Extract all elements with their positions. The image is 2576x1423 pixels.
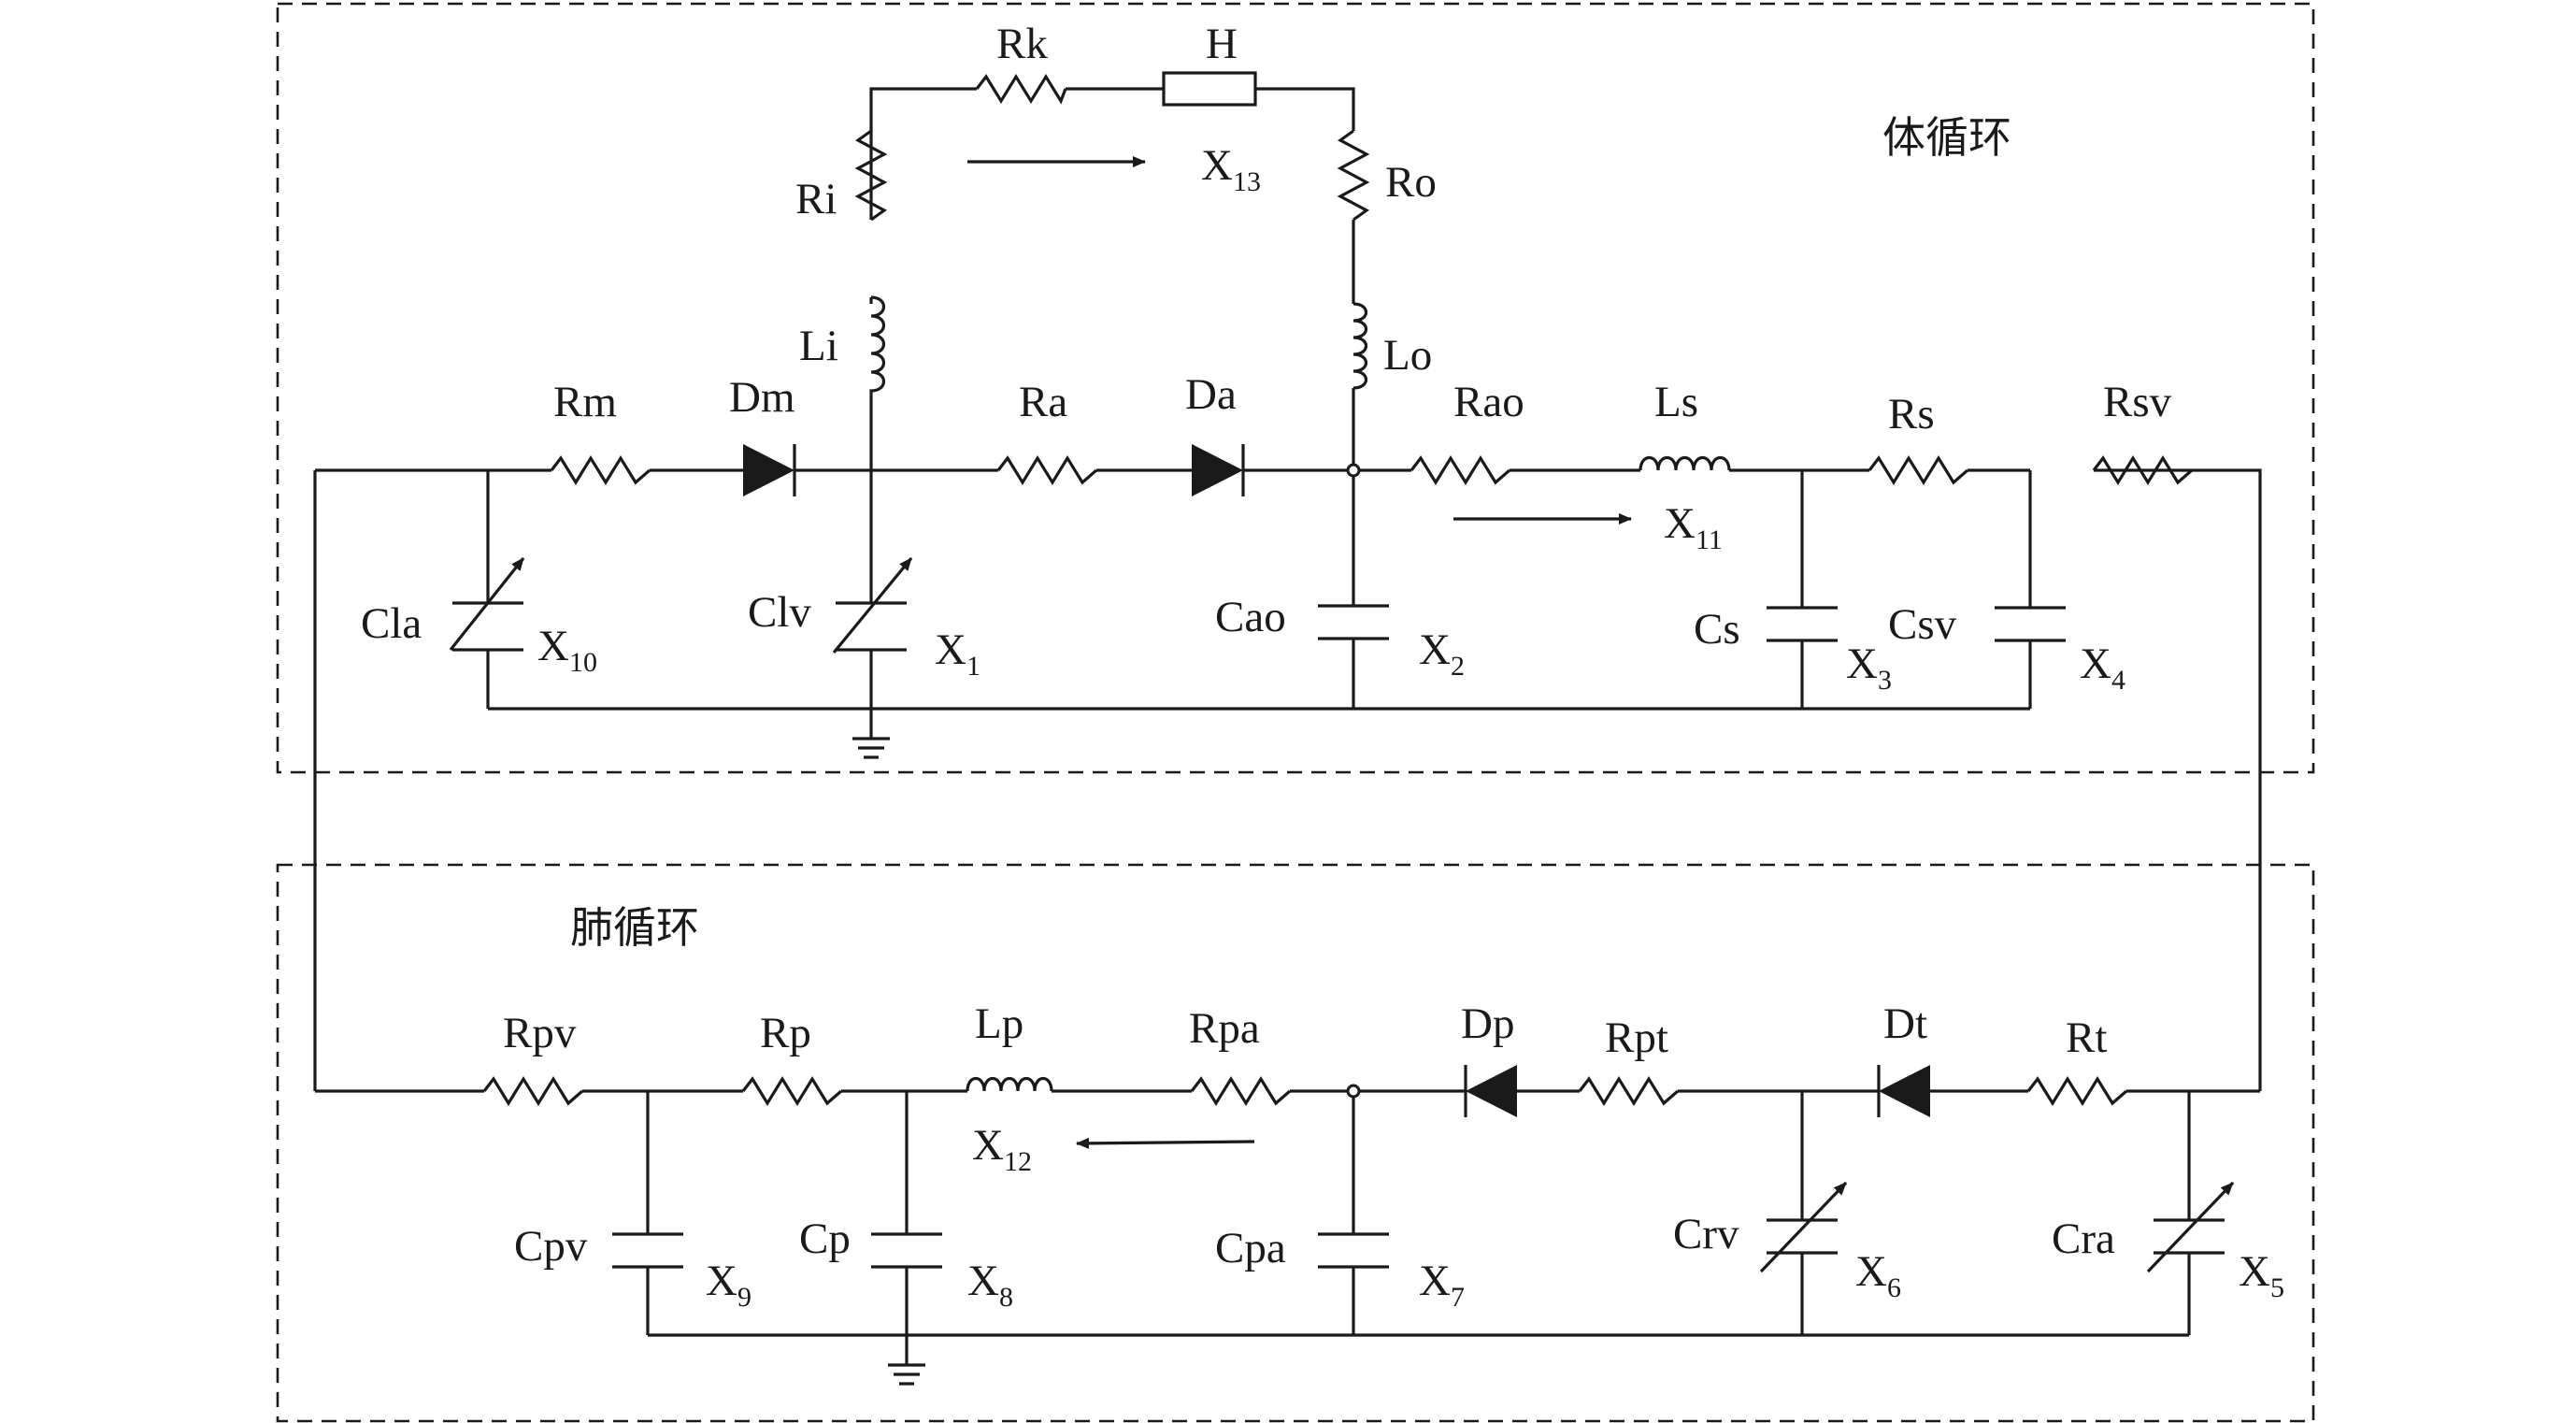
label-Da: Da [1185,370,1237,419]
state-X9: X9 [706,1257,751,1313]
resistor-Rs [1868,454,1969,486]
resistor-Rao [1410,454,1511,486]
label-Cpv: Cpv [514,1222,588,1271]
state-X12: X12 [972,1121,1032,1177]
label-Rp: Rp [760,1009,811,1057]
state-X5: X5 [2239,1247,2284,1303]
resistor-Rk [975,73,1067,105]
section-title-systemic: 体循环 [1882,112,2011,163]
label-Ra: Ra [1019,378,1067,426]
label-Rm: Rm [553,378,617,426]
state-X8: X8 [967,1257,1013,1313]
resistor-Rpt [1578,1075,1680,1107]
systemic-circulation-box [276,2,2315,774]
node-aorta [1346,463,1361,478]
label-Rpt: Rpt [1605,1013,1668,1062]
heart-pump-H [1162,71,1257,107]
resistor-Rsv [2092,454,2194,486]
ground-icon [852,737,890,759]
label-Cs: Cs [1694,605,1740,654]
label-Rao: Rao [1453,378,1524,426]
label-Cra: Cra [2052,1215,2115,1263]
inductor-Li [869,295,886,397]
label-Rsv: Rsv [2103,378,2172,426]
resistor-Rt [2026,1075,2128,1107]
capacitor-Cs [1767,606,1838,642]
label-Rpv: Rpv [503,1009,577,1057]
label-Lo: Lo [1383,331,1432,380]
resistor-Rp [741,1075,843,1107]
label-Rpa: Rpa [1189,1004,1260,1053]
state-X7: X7 [1419,1257,1465,1313]
label-Csv: Csv [1888,600,1957,649]
capacitor-Clv [832,556,913,654]
pulmonary-circulation-box [276,863,2315,1423]
label-Dt: Dt [1883,999,1927,1048]
capacitor-Crv [1759,1181,1848,1273]
section-title-pulmonary: 肺循环 [570,902,699,953]
state-X1: X1 [935,625,980,682]
label-Rk: Rk [996,20,1048,68]
state-X13: X13 [1201,141,1261,197]
inductor-Ls [1639,455,1731,471]
ground-icon [888,1363,925,1386]
label-Dm: Dm [729,373,795,422]
resistor-Rpa [1190,1075,1292,1107]
state-X2: X2 [1419,625,1465,682]
flow-arrow-X12 [1076,1137,1255,1149]
label-Cao: Cao [1215,593,1286,641]
label-Cp: Cp [799,1215,851,1263]
resistor-Ri [854,129,888,222]
diode-Dm [743,444,796,496]
diode-Dp [1464,1065,1517,1117]
pulmonary-wires [315,1089,2260,1365]
resistor-Ro [1337,129,1370,222]
state-X3: X3 [1846,640,1892,696]
label-Cpa: Cpa [1215,1224,1286,1272]
capacitor-Cra [2146,1181,2235,1273]
systemic-wires [313,87,2262,1091]
resistor-Rm [550,454,651,486]
inductor-Lo [1352,302,1368,390]
label-H: H [1206,20,1238,68]
capacitor-Cpa [1318,1232,1389,1269]
state-X4: X4 [2080,640,2125,696]
inductor-Lp [966,1076,1053,1092]
state-X6: X6 [1855,1247,1901,1303]
label-Crv: Crv [1673,1210,1739,1258]
capacitor-Cpv [612,1232,683,1269]
capacitor-Csv [1995,606,2066,642]
label-Rt: Rt [2066,1013,2107,1062]
state-X10: X10 [537,622,597,678]
label-Lp: Lp [975,999,1023,1048]
node-pulmonary-artery [1346,1084,1361,1099]
capacitor-Cp [871,1232,942,1269]
label-Rs: Rs [1888,390,1935,438]
resistor-Ra [996,454,1098,486]
label-Li: Li [799,322,838,370]
diode-Da [1192,444,1245,496]
resistor-Rpv [482,1075,584,1107]
label-Clv: Clv [748,588,811,637]
diode-Dt [1877,1065,1930,1117]
label-Ri: Ri [795,175,837,223]
state-X11: X11 [1664,499,1723,555]
label-Ro: Ro [1385,158,1437,207]
capacitor-Cao [1318,604,1389,640]
label-Cla: Cla [361,599,422,648]
capacitor-Cla [449,557,525,652]
label-Dp: Dp [1461,999,1514,1048]
label-Ls: Ls [1654,378,1698,426]
